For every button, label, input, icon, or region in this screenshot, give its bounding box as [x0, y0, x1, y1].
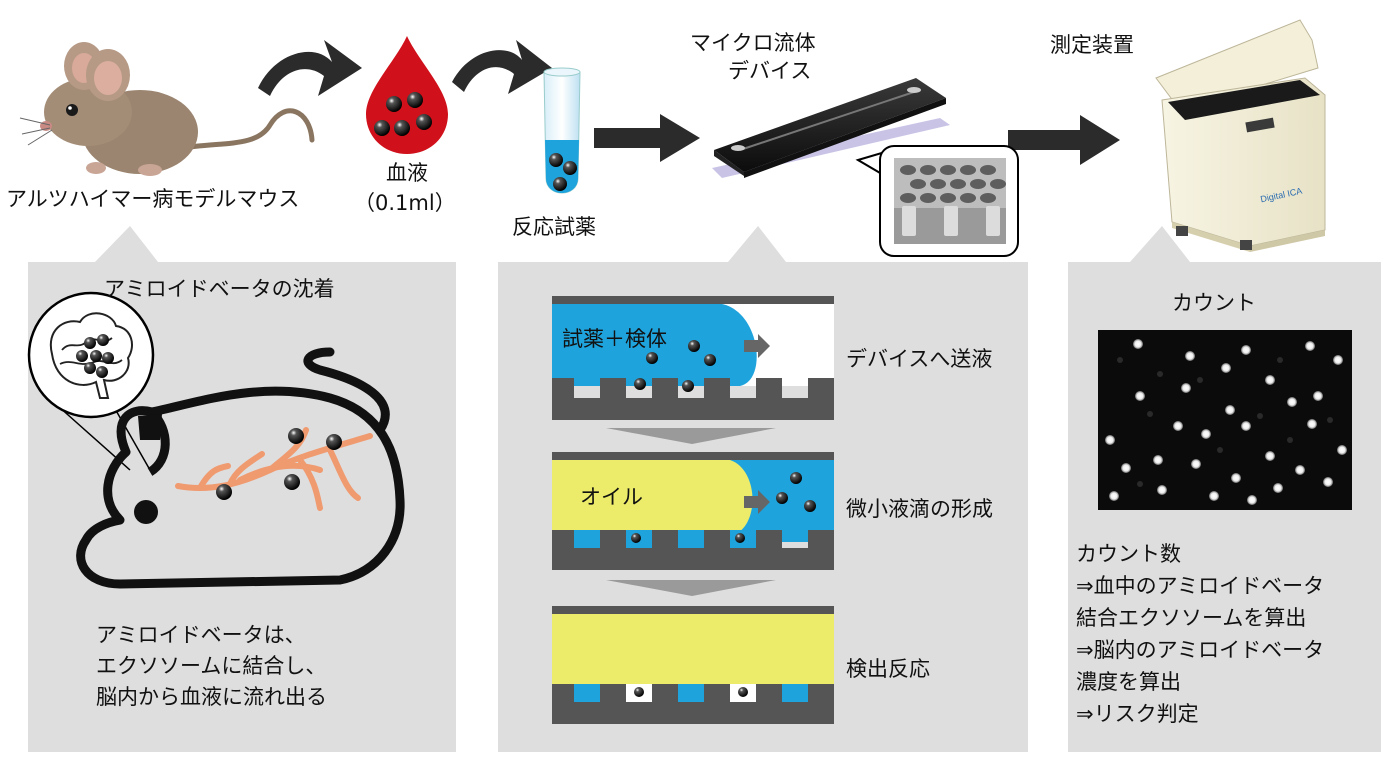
step3-label: 検出反応: [846, 657, 930, 681]
arrow-1: [258, 40, 362, 96]
mouse-label: アルツハイマー病モデルマウス: [6, 187, 300, 211]
step1-label: デバイスへ送液: [846, 347, 993, 371]
right-caption-line: 濃度を算出: [1076, 670, 1181, 694]
right-panel-caption: カウント数 ⇒血中のアミロイドベータ 結合エクソソームを算出 ⇒脳内のアミロイド…: [1076, 538, 1324, 730]
step-arrow-1: [606, 428, 776, 444]
right-caption-line: ⇒血中のアミロイドベータ: [1076, 574, 1325, 598]
step3-diagram: [552, 606, 834, 724]
mouse-illustration: [19, 42, 315, 176]
step-arrow-2: [606, 580, 776, 596]
vessel-beads: [216, 428, 342, 500]
microfluidic-device: [712, 78, 950, 178]
fluorescence-count-image: [1098, 330, 1352, 510]
instrument-label: 測定装置: [1050, 33, 1134, 57]
right-caption-line: ⇒脳内のアミロイドベータ: [1076, 638, 1325, 662]
left-caption-line: エクソソームに結合し、: [96, 654, 327, 678]
step2-label: 微小液滴の形成: [846, 497, 993, 521]
step2-inside-label: オイル: [580, 485, 643, 509]
step1-diagram: [552, 296, 834, 420]
right-panel-title: カウント: [1172, 291, 1256, 315]
arrow-2: [452, 40, 552, 94]
reagent-tube: [543, 67, 581, 194]
left-caption-line: 脳内から血液に流れ出る: [96, 685, 327, 709]
device-label-line1: マイクロ流体: [690, 31, 816, 55]
left-caption-line: アミロイドベータは、: [96, 623, 306, 647]
digital-ica-instrument: [1155, 19, 1326, 252]
reagent-label: 反応試薬: [512, 215, 596, 239]
mouse-outline: [76, 347, 405, 589]
blood-volume-label: （0.1ml）: [354, 191, 456, 215]
left-panel-title: アミロイドベータの沈着: [104, 277, 335, 301]
blood-drop: [366, 36, 448, 154]
step2-diagram: [552, 452, 834, 570]
left-panel-caption: アミロイドベータは、 エクソソームに結合し、 脳内から血液に流れ出る: [96, 620, 327, 713]
device-label-line2: デバイス: [728, 59, 812, 83]
brain-inset: [27, 291, 155, 471]
arrow-4: [1008, 115, 1120, 165]
arrow-3: [594, 114, 700, 162]
right-caption-line: ⇒リスク判定: [1076, 702, 1199, 726]
microwell-zoom-callout: [855, 145, 1019, 257]
blood-label: 血液: [386, 161, 428, 185]
right-caption-line: 結合エクソソームを算出: [1076, 606, 1307, 630]
right-caption-line: カウント数: [1076, 542, 1181, 566]
step1-inside-label: 試薬＋検体: [562, 327, 667, 351]
